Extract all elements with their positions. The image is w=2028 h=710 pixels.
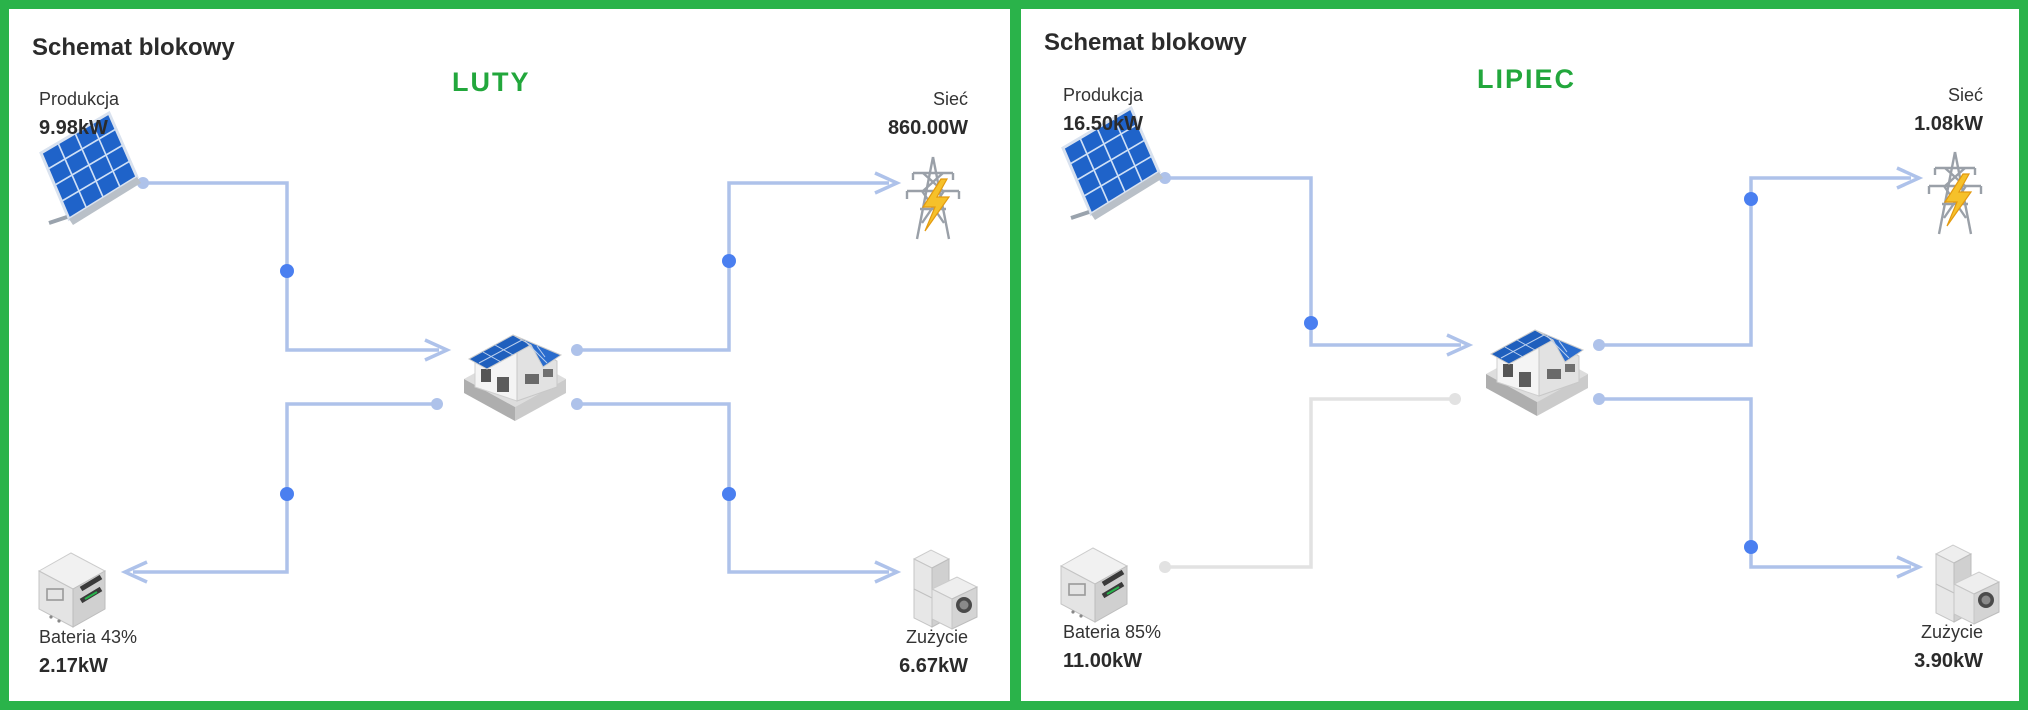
consumption-value: 3.90kW [1914,650,1983,672]
house-icon [1485,329,1589,417]
battery-storage-icon [39,553,105,627]
power-pylon-icon [905,155,961,241]
consumption-label: Zużycie [905,627,968,647]
panel-title: Schemat blokowy [1044,29,1247,56]
battery-label: Bateria 85% [1063,622,1162,642]
home-appliances-icon [1935,544,2000,625]
grid-label: Sieć [932,89,968,109]
grid-label: Sieć [1947,85,1983,105]
production-value: 16.50kW [1063,113,1144,135]
home-appliances-icon [913,549,978,630]
power-pylon-icon [1927,150,1983,236]
production-label: Produkcja [1063,85,1144,105]
consumption-value: 6.67kW [899,655,968,677]
production-label: Produkcja [39,89,120,109]
consumption-label: Zużycie [1920,622,1983,642]
house-icon [463,334,567,422]
panel-title: Schemat blokowy [32,34,235,61]
battery-storage-icon [1061,548,1127,622]
battery-value: 11.00kW [1063,650,1142,672]
battery-label: Bateria 43% [39,627,138,647]
energy-flow-panel-lipiec: Schemat blokowy LIPIEC Produkcja 16.50kW… [1021,9,2019,701]
flow-diagram [9,111,978,630]
grid-value: 860.00W [887,117,968,139]
grid-value: 1.08kW [1914,113,1983,135]
energy-flow-panel-luty: Schemat blokowy LUTY Produkcja 9.98kW Si… [9,9,1010,701]
production-value: 9.98kW [39,117,108,139]
battery-value: 2.17kW [39,655,108,677]
month-label: LIPIEC [1477,64,1577,94]
flow-diagram [1021,106,2000,625]
month-label: LUTY [452,67,531,97]
